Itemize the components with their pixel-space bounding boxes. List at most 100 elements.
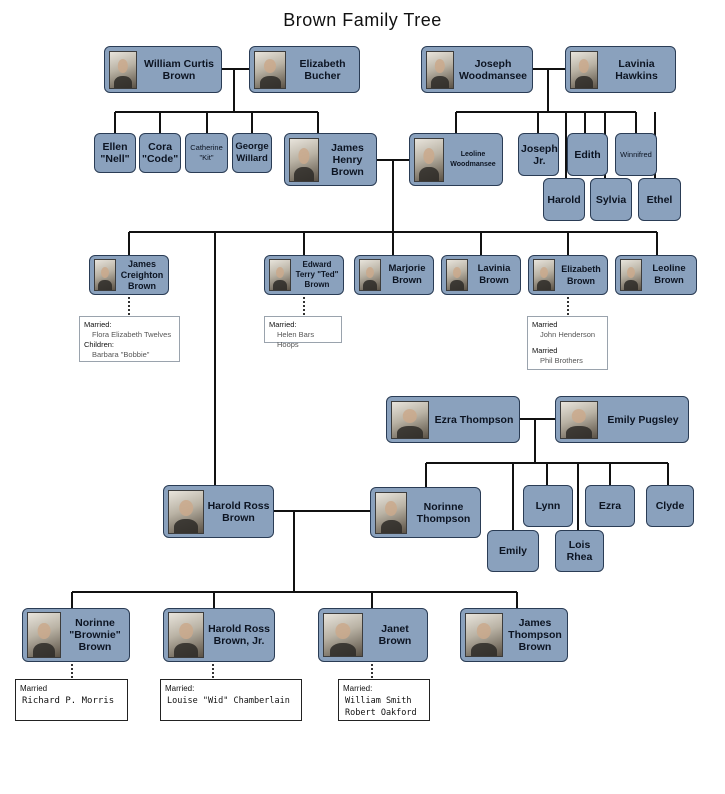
person-name: Leoline Woodmansee xyxy=(450,150,496,168)
person-janet-brown[interactable]: Janet Brown xyxy=(318,608,428,662)
person-name: Harold Ross Brown xyxy=(207,499,270,524)
person-name: Janet Brown xyxy=(378,623,412,647)
portrait-photo xyxy=(446,259,468,291)
person-name: William Curtis Brown xyxy=(144,57,214,82)
person-norinne-brownie-brown[interactable]: Norinne "Brownie" Brown xyxy=(22,608,130,662)
person-name: Leoline Brown xyxy=(652,263,686,286)
person-james-henry-brown[interactable]: James Henry Brown xyxy=(284,133,377,186)
person-marjorie-brown[interactable]: Marjorie Brown xyxy=(354,255,434,295)
note-value: Barbara "Bobbie" xyxy=(92,350,150,359)
note-label: Married: xyxy=(165,684,195,693)
person-lois-rhea[interactable]: Lois Rhea xyxy=(555,530,604,572)
person-leoline-brown[interactable]: Leoline Brown xyxy=(615,255,697,295)
person-ethel[interactable]: Ethel xyxy=(638,178,681,221)
person-elizabeth-bucher[interactable]: Elizabeth Bucher xyxy=(249,46,360,93)
person-name: Elizabeth Brown xyxy=(561,264,601,286)
marriage-note-norinne: Married Richard P. Morris xyxy=(15,679,128,721)
portrait-photo xyxy=(109,50,137,89)
person-lavinia-brown[interactable]: Lavinia Brown xyxy=(441,255,521,295)
portrait-photo xyxy=(426,50,454,89)
person-name: Clyde xyxy=(655,500,685,512)
portrait-photo xyxy=(620,259,642,291)
person-harold-ross-brown-jr[interactable]: Harold Ross Brown, Jr. xyxy=(163,608,275,662)
person-name: Harold Ross Brown, Jr. xyxy=(208,623,270,647)
person-cora[interactable]: Cora "Code" xyxy=(139,133,181,173)
person-name: Joseph Woodmansee xyxy=(458,57,528,82)
person-name: Ethel xyxy=(646,193,673,206)
person-lavinia-hawkins[interactable]: Lavinia Hawkins xyxy=(565,46,676,93)
person-emily-pugsley[interactable]: Emily Pugsley xyxy=(555,396,689,443)
marriage-note-james-creighton: Married: Flora Elizabeth Twelves Childre… xyxy=(79,316,180,362)
portrait-photo xyxy=(570,50,598,89)
dotted-connector xyxy=(71,664,73,678)
portrait-photo xyxy=(168,489,204,534)
person-name: Ezra Thompson xyxy=(434,413,514,426)
note-value: Richard P. Morris xyxy=(22,696,115,706)
note-label: Married xyxy=(532,346,558,355)
marriage-note-harold-jr: Married: Louise "Wid" Chamberlain xyxy=(160,679,302,721)
person-george-willard[interactable]: George Willard xyxy=(232,133,272,173)
person-harold-ross-brown[interactable]: Harold Ross Brown xyxy=(163,485,274,538)
portrait-photo xyxy=(533,259,555,291)
person-edward-terry-brown[interactable]: Edward Terry "Ted" Brown xyxy=(264,255,344,295)
person-emily[interactable]: Emily xyxy=(487,530,539,572)
person-ezra-thompson[interactable]: Ezra Thompson xyxy=(386,396,520,443)
note-label: Married: xyxy=(269,320,297,329)
person-name: Emily Pugsley xyxy=(607,413,679,426)
dotted-connector xyxy=(128,297,130,315)
person-lynn[interactable]: Lynn xyxy=(523,485,573,527)
note-value: Robert Oakford xyxy=(345,708,417,718)
person-name: Ellen "Nell" xyxy=(100,141,130,165)
note-label: Married xyxy=(532,320,558,329)
note-label: Children: xyxy=(84,340,115,349)
person-name: Lynn xyxy=(535,500,561,512)
portrait-photo xyxy=(94,259,116,291)
portrait-photo xyxy=(269,259,291,291)
person-name: James Creighton Brown xyxy=(120,258,164,291)
dotted-connector xyxy=(371,664,373,678)
note-value: John Henderson xyxy=(540,330,596,339)
person-ezra[interactable]: Ezra xyxy=(585,485,635,527)
person-name: Marjorie Brown xyxy=(388,263,426,286)
dotted-connector xyxy=(567,297,569,315)
person-name: Winnifred xyxy=(620,149,652,159)
portrait-photo xyxy=(323,613,363,657)
person-norinne-thompson[interactable]: Norinne Thompson xyxy=(370,487,481,538)
person-clyde[interactable]: Clyde xyxy=(646,485,694,527)
person-sylvia[interactable]: Sylvia xyxy=(590,178,632,221)
person-harold[interactable]: Harold xyxy=(543,178,585,221)
person-winnifred[interactable]: Winnifred xyxy=(615,133,657,176)
note-value: Flora Elizabeth Twelves xyxy=(92,330,172,339)
person-joseph-jr[interactable]: Joseph Jr. xyxy=(518,133,559,176)
portrait-photo xyxy=(560,400,598,439)
person-name: James Henry Brown xyxy=(331,141,364,178)
person-james-thompson-brown[interactable]: James Thompson Brown xyxy=(460,608,568,662)
person-joseph-woodmansee[interactable]: Joseph Woodmansee xyxy=(421,46,533,93)
portrait-photo xyxy=(168,612,204,658)
person-edith[interactable]: Edith xyxy=(567,133,608,176)
person-ellen[interactable]: Ellen "Nell" xyxy=(94,133,136,173)
note-value: William Smith xyxy=(345,696,412,706)
person-elizabeth-brown[interactable]: Elizabeth Brown xyxy=(528,255,608,295)
person-name: Ezra xyxy=(598,500,622,512)
note-value: Phil Brothers xyxy=(540,356,583,365)
note-value: Louise "Wid" Chamberlain xyxy=(167,696,290,706)
portrait-photo xyxy=(375,491,407,534)
person-name: Catherine "Kit" xyxy=(190,143,223,162)
person-name: Edward Terry "Ted" Brown xyxy=(295,260,339,289)
person-william-curtis-brown[interactable]: William Curtis Brown xyxy=(104,46,222,93)
person-leoline-woodmansee[interactable]: Leoline Woodmansee xyxy=(409,133,503,186)
portrait-photo xyxy=(414,137,444,182)
portrait-photo xyxy=(465,613,503,657)
note-label: Married: xyxy=(84,320,112,329)
person-catherine[interactable]: Catherine "Kit" xyxy=(185,133,228,173)
person-name: Lavinia Brown xyxy=(477,263,511,286)
dotted-connector xyxy=(212,664,214,678)
person-name: Lois Rhea xyxy=(566,539,593,563)
portrait-photo xyxy=(27,612,61,658)
person-james-creighton-brown[interactable]: James Creighton Brown xyxy=(89,255,169,295)
person-name: Sylvia xyxy=(595,193,627,206)
portrait-photo xyxy=(254,50,286,89)
person-name: Cora "Code" xyxy=(142,141,179,165)
